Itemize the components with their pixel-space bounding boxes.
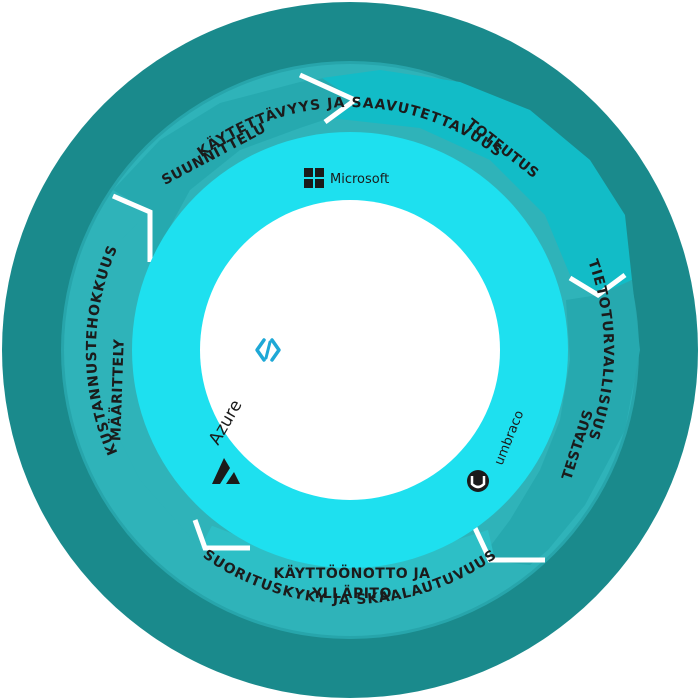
phase-label-deployment-line2: YLLÄPITO xyxy=(311,585,392,602)
microsoft-logo-icon xyxy=(304,168,324,188)
chevron-separator xyxy=(298,72,360,125)
umbraco-logo-icon xyxy=(467,470,489,492)
chevron-separator xyxy=(568,272,627,299)
center-circle xyxy=(200,200,500,500)
phase-label-deployment-line1: KÄYTTÖÖNOTTO JA xyxy=(273,564,430,582)
code-bracket-icon xyxy=(255,338,281,362)
azure-logo-icon xyxy=(212,458,240,484)
arrow-segment-implementation xyxy=(322,70,632,295)
arrow-segment-planning xyxy=(113,78,355,260)
phase-label-definition: MÄÄRITTELY xyxy=(107,338,128,441)
chevron-separator xyxy=(472,526,545,563)
arrow-segment-testing xyxy=(480,280,640,565)
microsoft-label: Microsoft xyxy=(330,172,389,187)
chevron-separator xyxy=(192,519,250,551)
chevron-separator xyxy=(112,193,153,262)
